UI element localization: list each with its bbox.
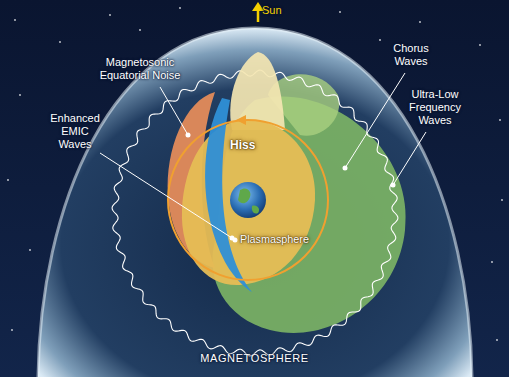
- leader-lines: [100, 73, 426, 238]
- earth-land: [252, 206, 259, 214]
- earth-land: [238, 188, 250, 203]
- star: [7, 179, 9, 181]
- leader-dots: [186, 133, 396, 243]
- callout-label: Ultra-Low Frequency Waves: [404, 88, 466, 127]
- leader-line: [100, 153, 232, 238]
- earth: [230, 182, 266, 218]
- callout-label: Chorus Waves: [386, 42, 436, 68]
- callout-label: Enhanced EMIC Waves: [47, 112, 103, 151]
- leader-dot: [391, 183, 396, 188]
- drift-arrow: [236, 115, 246, 125]
- star: [14, 19, 16, 21]
- hiss-shape: [182, 120, 315, 285]
- star: [499, 119, 501, 121]
- plasmasphere-ring: [168, 120, 328, 280]
- star: [29, 249, 31, 251]
- magnetosphere-shape: [38, 28, 472, 377]
- region-label: Hiss: [230, 139, 255, 152]
- star: [379, 39, 381, 41]
- leader-line: [393, 132, 426, 185]
- hiss-region: Hiss: [160, 50, 330, 300]
- star: [479, 44, 481, 46]
- leader-line: [160, 87, 188, 135]
- leader-dot: [343, 166, 348, 171]
- leader-line: [345, 73, 405, 168]
- star: [496, 339, 498, 341]
- callout-label: Magnetosonic Equatorial Noise: [90, 56, 190, 82]
- region-title: MAGNETOSPHERE: [0, 352, 509, 365]
- star: [339, 11, 341, 13]
- star: [179, 7, 181, 9]
- star: [419, 21, 421, 23]
- star: [491, 261, 493, 263]
- region-label: Plasmasphere: [240, 233, 309, 246]
- star: [501, 199, 503, 201]
- star: [109, 14, 111, 16]
- magnetopause-glow: [38, 28, 472, 377]
- hiss-region-outline: [160, 50, 330, 300]
- leader-dot: [186, 133, 191, 138]
- star: [19, 94, 21, 96]
- star: [139, 29, 141, 31]
- star: [11, 329, 13, 331]
- leader-dot: [233, 238, 238, 243]
- star: [59, 41, 61, 43]
- emic-region: [205, 98, 252, 292]
- hiss-plume: [230, 52, 285, 130]
- sun-label: Sun: [262, 4, 282, 17]
